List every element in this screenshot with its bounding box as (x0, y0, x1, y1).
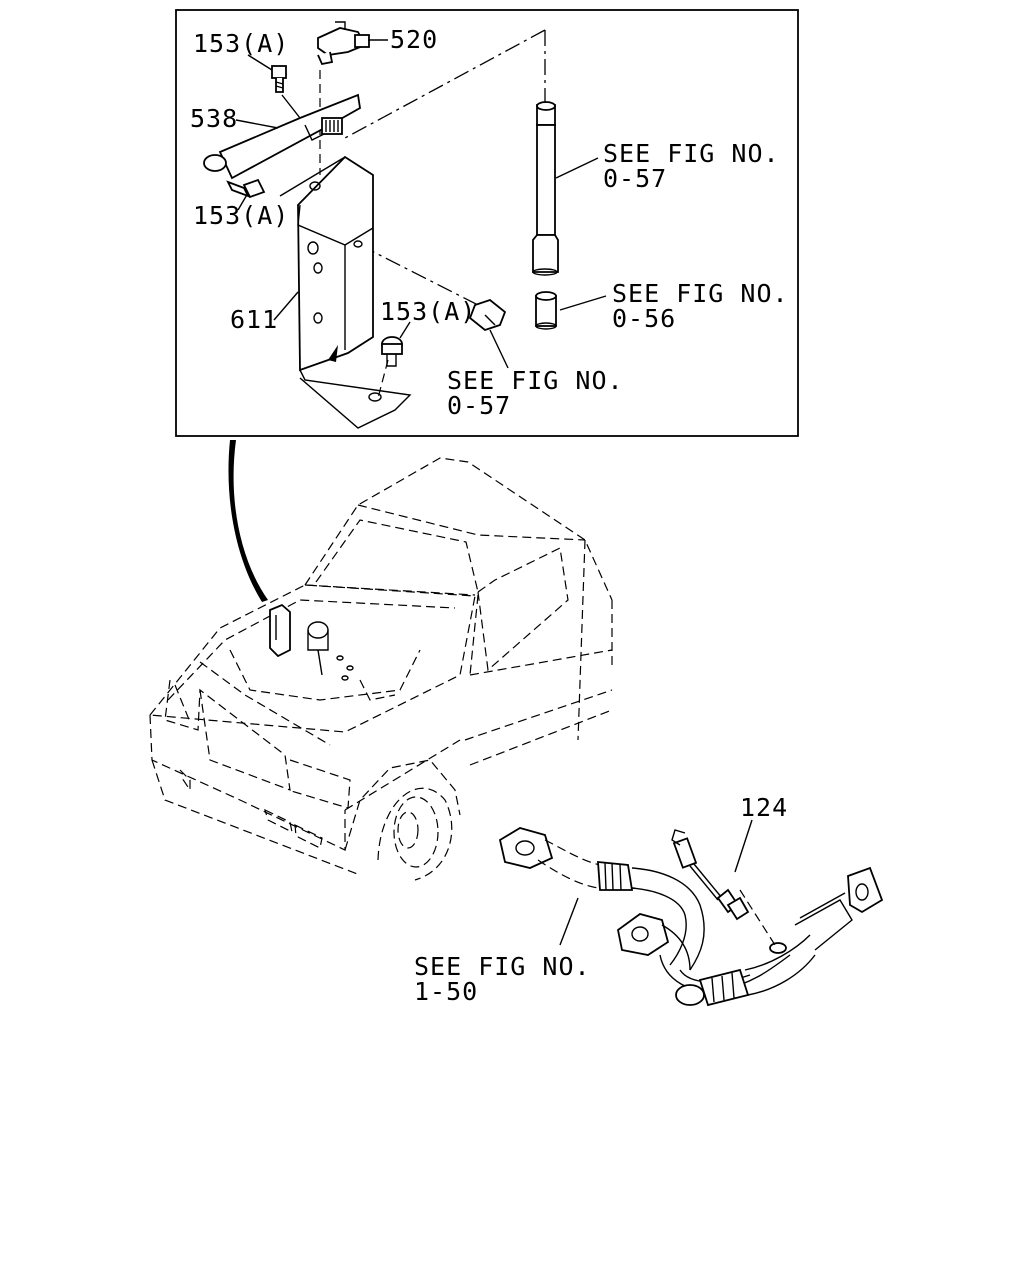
ref-150-line2: 1-50 (414, 977, 478, 1006)
leader-ref-056 (559, 295, 607, 311)
ref-056-line2: 0-56 (612, 304, 676, 333)
leader-124 (734, 819, 753, 873)
leader-ref-057a (555, 157, 599, 179)
ref-150-line1: SEE FIG NO. (414, 952, 591, 981)
leader-153a-mid (237, 192, 249, 211)
label-538: 538 (190, 104, 238, 133)
bolt-153a-mid (226, 178, 266, 199)
leader-611 (273, 291, 299, 321)
exhaust-assembly (498, 827, 884, 1007)
ref-057a-line2: 0-57 (603, 164, 667, 193)
label-153a-mid: 153(A) (193, 201, 289, 230)
detail-inset: 153(A) 520 538 153(A) 611 153(A) SEE FIG… (175, 9, 799, 437)
leader-rail (344, 29, 546, 139)
ref-057b-line2: 0-57 (447, 391, 511, 420)
bracket-538 (203, 93, 361, 180)
label-611: 611 (230, 305, 278, 334)
leader-bracket-clip (359, 244, 479, 306)
leader-538 (235, 119, 279, 129)
label-153a-top: 153(A) (193, 29, 289, 58)
leader-ref-057b (489, 329, 509, 369)
leader-153a-top (247, 54, 273, 71)
ref-056-line1: SEE FIG NO. (612, 279, 789, 308)
antenna-rod (532, 101, 559, 276)
callout-pointer (228, 440, 268, 602)
bolt-153a-top (271, 65, 287, 93)
clip-part (468, 298, 507, 332)
bracket-611 (279, 155, 412, 429)
ref-057b-line1: SEE FIG NO. (447, 366, 624, 395)
sensor-520 (317, 21, 370, 66)
label-153a-low: 153(A) (380, 297, 476, 326)
label-124: 124 (740, 793, 788, 822)
leader-sensor-boss (739, 889, 776, 946)
leader-ref-150 (559, 897, 579, 946)
antenna-base (535, 291, 557, 330)
bolt-153a-low (381, 336, 403, 367)
ref-057a-line1: SEE FIG NO. (603, 139, 780, 168)
pickup-truck (148, 457, 613, 881)
leader-153a-low (399, 321, 411, 339)
label-520: 520 (390, 25, 438, 54)
inset-frame (175, 9, 799, 437)
